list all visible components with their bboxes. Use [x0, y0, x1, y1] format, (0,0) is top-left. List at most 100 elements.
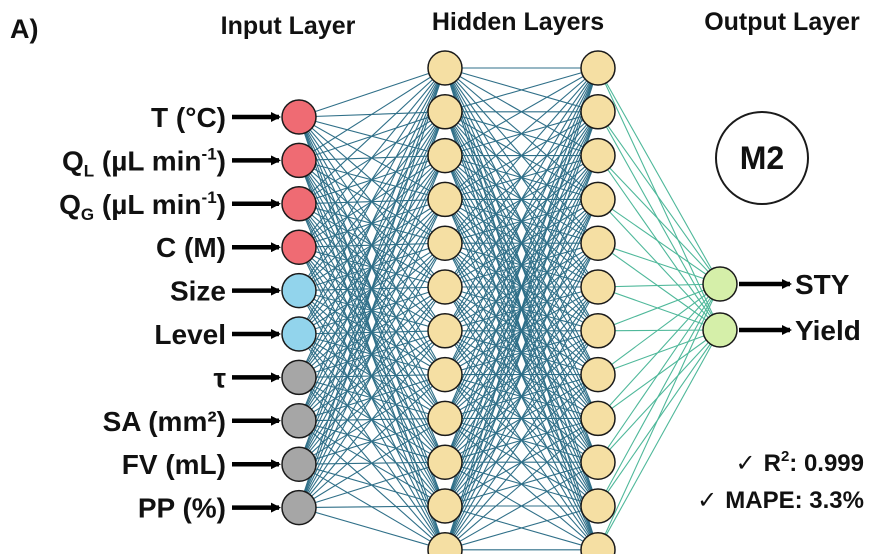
connection-hidden-hidden	[444, 417, 599, 551]
connection-hidden-hidden	[444, 67, 599, 375]
node-labels: T (°C) QL (µL min-1) QG (µL min-1) C (M) Siz…	[59, 102, 861, 524]
input-node	[281, 316, 317, 352]
input-label-close: )	[217, 145, 226, 176]
check-icon: ✓	[735, 450, 755, 477]
input-label-superscript: -1	[202, 188, 217, 207]
network-nodes	[281, 50, 738, 554]
connection-hidden-hidden	[444, 67, 599, 507]
hidden-layers-heading: Hidden Layers	[432, 8, 604, 36]
input-node	[281, 99, 317, 135]
connection-hidden-hidden	[444, 461, 599, 551]
connection-hidden-output	[597, 329, 721, 419]
connection-hidden-hidden	[444, 67, 599, 550]
hidden-node-layer-2	[580, 532, 616, 554]
input-label: PP (%)	[138, 493, 226, 524]
hidden-node-layer-1	[427, 225, 463, 261]
connection-hidden-output	[597, 155, 721, 285]
input-label-main: Q	[59, 189, 81, 220]
connection-hidden-hidden	[444, 155, 599, 550]
hidden-node-layer-1	[427, 181, 463, 218]
output-label: Yield	[795, 315, 861, 346]
input-node	[281, 359, 317, 396]
output-node	[702, 312, 738, 348]
input-label-unit: (µL min	[94, 189, 201, 220]
connection-hidden-hidden	[444, 67, 599, 200]
connection-hidden-output	[597, 329, 721, 551]
connection-hidden-output	[597, 283, 721, 463]
hidden-node-layer-2	[580, 94, 616, 130]
hidden-node-layer-1	[427, 532, 463, 554]
connection-input-hidden	[298, 199, 446, 508]
metric-line: ✓MAPE: 3.3%	[697, 487, 864, 514]
input-label-main: PP (%)	[138, 493, 226, 524]
connection-hidden-hidden	[444, 111, 599, 550]
metric-name: R	[764, 450, 781, 477]
hidden-node-layer-1	[427, 356, 463, 393]
connection-hidden-hidden	[444, 199, 599, 551]
input-label-main: Size	[170, 276, 226, 307]
connection-hidden-hidden	[444, 505, 599, 551]
input-node	[281, 446, 317, 482]
input-label-main: T (°C)	[151, 102, 226, 133]
hidden-node-layer-1	[427, 50, 463, 86]
input-node	[281, 489, 317, 526]
connection-lines	[298, 67, 721, 551]
connection-input-hidden	[298, 67, 446, 508]
metrics-block: ✓R2: 0.999✓MAPE: 3.3%	[697, 448, 864, 514]
hidden-node-layer-2	[580, 488, 616, 524]
connection-input-hidden	[298, 67, 446, 248]
connection-hidden-hidden	[444, 286, 599, 551]
input-label: τ	[214, 362, 227, 393]
input-label-subscript: G	[81, 205, 94, 224]
input-label: T (°C)	[151, 102, 226, 133]
connection-input-hidden	[298, 286, 446, 508]
connection-hidden-hidden	[444, 67, 599, 463]
connection-hidden-output	[597, 283, 721, 551]
input-node	[281, 403, 317, 439]
input-label-main: FV (mL)	[122, 449, 226, 480]
hidden-node-layer-2	[580, 444, 616, 480]
metric-line: ✓R2: 0.999	[735, 448, 864, 477]
hidden-node-layer-1	[427, 444, 463, 480]
hidden-node-layer-1	[427, 94, 463, 130]
connection-hidden-output	[597, 242, 721, 285]
connection-hidden-output	[597, 283, 721, 507]
metric-superscript: 2	[781, 448, 789, 465]
connection-hidden-hidden	[444, 67, 599, 244]
connection-input-hidden	[298, 67, 446, 118]
connection-input-hidden	[298, 67, 446, 335]
connection-input-hidden	[298, 67, 446, 422]
hidden-node-layer-2	[580, 356, 616, 393]
input-label: QG (µL min-1)	[59, 188, 226, 224]
connection-hidden-output	[597, 198, 721, 285]
connection-input-hidden	[298, 155, 446, 508]
input-label: FV (mL)	[122, 449, 226, 480]
input-node	[281, 186, 317, 222]
input-label: Size	[170, 276, 226, 307]
connection-hidden-hidden	[444, 67, 599, 419]
connection-hidden-output	[597, 111, 721, 285]
input-layer-heading: Input Layer	[221, 12, 356, 40]
input-label-main: C (M)	[156, 232, 226, 263]
input-label: C (M)	[156, 232, 226, 263]
connection-hidden-hidden	[444, 330, 599, 551]
check-icon: ✓	[697, 487, 717, 514]
connection-input-hidden	[298, 67, 446, 291]
hidden-node-layer-2	[580, 225, 616, 261]
connection-input-hidden	[298, 67, 446, 161]
input-node	[281, 142, 317, 179]
hidden-node-layer-1	[427, 313, 463, 349]
connection-hidden-output	[597, 283, 721, 376]
hidden-node-layer-2	[580, 269, 616, 305]
input-label-main: Level	[154, 319, 226, 350]
hidden-node-layer-1	[427, 137, 463, 174]
connection-input-hidden	[298, 330, 446, 508]
input-label-main: SA (mm²)	[103, 406, 226, 437]
input-label-subscript: L	[84, 161, 94, 180]
connection-hidden-output	[597, 111, 721, 331]
output-node	[702, 266, 738, 302]
connection-hidden-output	[597, 155, 721, 331]
connection-input-hidden	[298, 67, 446, 205]
connection-hidden-hidden	[444, 67, 599, 332]
